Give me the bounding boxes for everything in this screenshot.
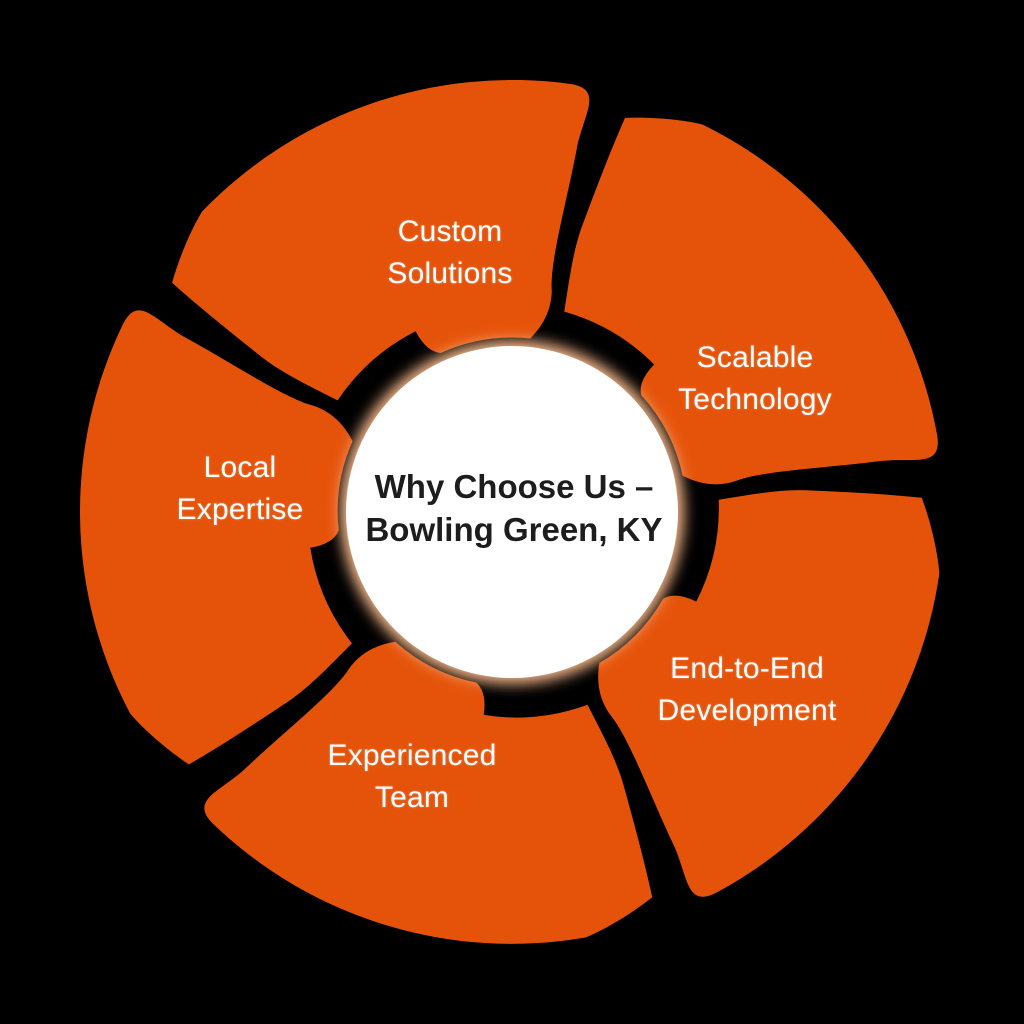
segment-label-custom-solutions: Custom Solutions	[387, 211, 512, 295]
segment-label-experienced-team: Experienced Team	[328, 735, 497, 819]
segment-label-line: End-to-End	[670, 652, 824, 685]
segment-label-local-expertise: Local Expertise	[177, 447, 304, 531]
center-title-line2: Bowling Green, KY	[365, 511, 663, 548]
segment-label-line: Development	[657, 694, 837, 727]
segment-label-line: Local	[203, 451, 277, 484]
center-title-line1: Why Choose Us –	[374, 468, 654, 505]
segment-label-line: Team	[374, 781, 450, 814]
segment-label-scalable-technology: Scalable Technology	[678, 337, 832, 421]
segment-label-line: Solutions	[387, 257, 513, 290]
center-title: Why Choose Us – Bowling Green, KY	[365, 465, 662, 551]
segment-label-line: Technology	[678, 383, 832, 416]
segment-label-end-to-end-development: End-to-End Development	[658, 648, 837, 732]
segment-label-line: Experienced	[327, 739, 497, 772]
center-circle	[346, 346, 678, 678]
segment-label-line: Custom	[397, 215, 503, 248]
segment-label-line: Scalable	[696, 341, 814, 374]
segment-label-line: Expertise	[176, 493, 304, 526]
